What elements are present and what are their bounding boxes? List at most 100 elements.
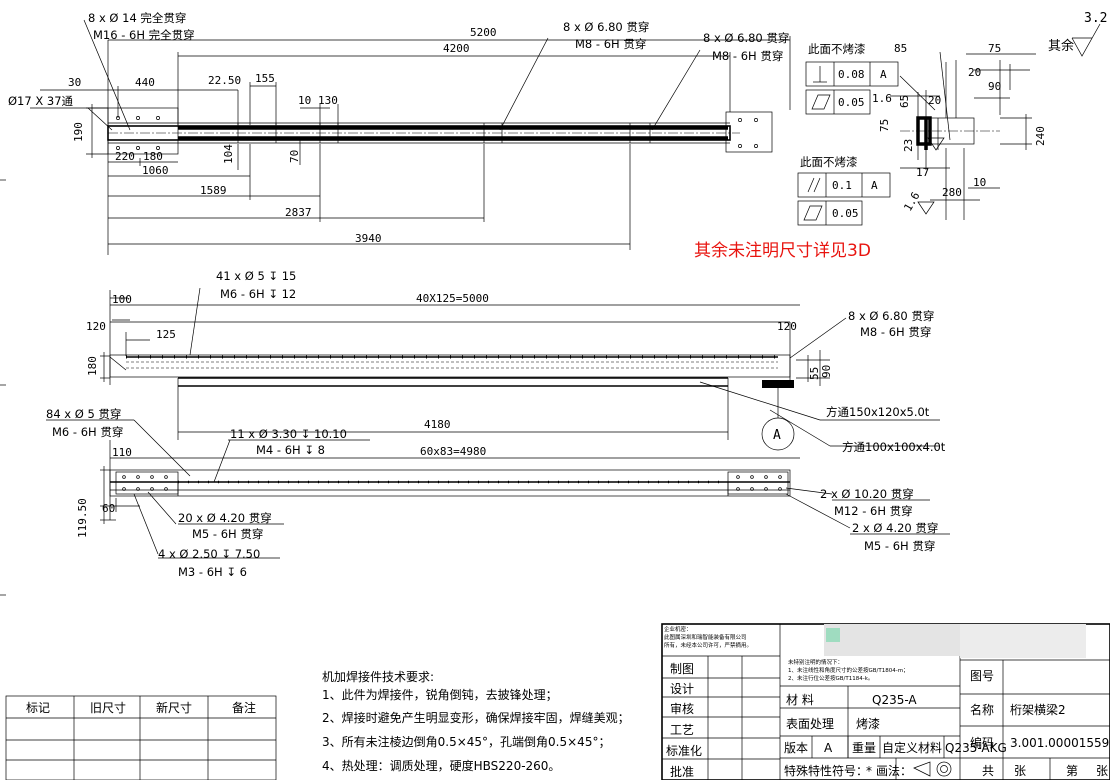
dim-180: 180 <box>143 150 163 163</box>
v2-dim-120a: 120 <box>86 320 106 333</box>
company-logo-blurred <box>824 624 960 656</box>
total-label: 共 <box>982 764 994 778</box>
detail-section: 此面不烤漆 0.08 A 0.05 <box>797 42 1047 226</box>
roughness-symbol: 3.2 其余 <box>1048 11 1107 57</box>
company-name-blurred <box>960 624 1086 658</box>
callout-thread-m8-v2: M8 - 6H 贯穿 <box>860 325 931 339</box>
dim-5200: 5200 <box>470 26 497 39</box>
dim-190: 190 <box>72 122 85 142</box>
v3-dim-60: 60 <box>102 502 115 515</box>
dim-3940: 3940 <box>355 232 382 245</box>
detail-circle-a <box>761 417 795 451</box>
fcf3-value: 0.1 <box>832 179 852 192</box>
weight-extra: Q235-AKG <box>945 741 1007 755</box>
view-1-top-beam: 8 x Ø 14 完全贯穿 M16 - 6H 完全贯穿 8 x Ø 6.80 贯… <box>8 11 791 255</box>
v2-dim-90: 90 <box>820 365 833 378</box>
fcf1-datum: A <box>880 68 887 81</box>
callout-holes-680-b: 8 x Ø 6.80 贯穿 <box>703 31 789 45</box>
role-designer: 设计 <box>670 682 694 696</box>
detail-dim-90: 90 <box>988 80 1001 93</box>
v2-dim-125: 125 <box>156 328 176 341</box>
beam-3-body <box>109 469 791 497</box>
detail-dim-10: 10 <box>973 176 986 189</box>
dim-10: 10 <box>298 94 311 107</box>
callout-4-holes-250: 4 x Ø 2.50 ↧ 7.50 <box>158 547 260 561</box>
detail-dim-20a: 20 <box>968 66 981 79</box>
detail-dim-240: 240 <box>1034 126 1047 146</box>
callout-20-holes-420: 20 x Ø 4.20 贯穿 <box>178 511 272 525</box>
role-standardization: 标准化 <box>666 744 702 758</box>
no-paint-label-2: 此面不烤漆 <box>800 155 858 169</box>
callout-thread-m5-a: M5 - 6H 贯穿 <box>192 527 263 541</box>
callout-thread-m6-v3: M6 - 6H 贯穿 <box>52 425 123 439</box>
weight-value: 自定义材料 <box>882 740 942 755</box>
logo-mark <box>826 628 840 642</box>
roughness-value: 3.2 <box>1084 11 1107 26</box>
detail-dim-1-6b: 1.6 <box>901 190 922 214</box>
fcf3-datum: A <box>871 179 878 192</box>
v3-dim-119-50: 119.50 <box>76 498 89 538</box>
callout-holes-14: 8 x Ø 14 完全贯穿 <box>88 11 186 25</box>
detail-dim-75b: 75 <box>878 119 891 132</box>
detail-dim-1-6a: 1.6 <box>872 92 892 105</box>
dim-22-50: 22.50 <box>208 74 241 87</box>
detail-dim-280: 280 <box>942 186 962 199</box>
callout-thread-m3: M3 - 6H ↧ 6 <box>178 565 247 579</box>
callout-2-holes-420: 2 x Ø 4.20 贯穿 <box>852 521 938 535</box>
fcf4-value: 0.05 <box>832 207 859 220</box>
revision-table: 标记 旧尺寸 新尺寸 备注 <box>5 695 277 780</box>
weight-label: 重量 <box>852 741 876 755</box>
right-end-plate <box>725 111 773 153</box>
page-sheets-label: 张 <box>1096 764 1108 778</box>
callout-tube-150x120: 方通150x120x5.0t <box>826 405 930 419</box>
rev-header-mark: 标记 <box>26 701 50 715</box>
fcf2-value: 0.05 <box>838 96 865 109</box>
special-asterisk: * <box>866 764 872 778</box>
v2-dim-120b: 120 <box>777 320 797 333</box>
technical-requirements: 机加焊接件技术要求: 1、此件为焊接件，锐角倒钝，去披锋处理； 2、焊接时避免产… <box>322 669 630 773</box>
detail-dim-85: 85 <box>894 42 907 55</box>
detail-dim-23: 23 <box>902 139 915 152</box>
sheets-label: 张 <box>1014 764 1026 778</box>
role-reviewer: 审核 <box>670 701 694 716</box>
detail-circle-label: A <box>773 428 781 443</box>
title-block: 企业机密： 此图属深圳和瑞智能装备有限公司 所有，未经本公司许可，严禁摘用。 未… <box>661 623 1110 780</box>
dim-70: 70 <box>288 150 301 163</box>
detail-dim-17: 17 <box>916 166 929 179</box>
version-value: A <box>824 741 833 755</box>
company-note-2: 此图属深圳和瑞智能装备有限公司 <box>664 633 747 641</box>
detail-dim-75: 75 <box>988 42 1001 55</box>
callout-thread-m6-12: M6 - 6H ↧ 12 <box>220 287 296 301</box>
callout-thread-m16: M16 - 6H 完全贯穿 <box>93 28 195 42</box>
surface-treatment-value: 烤漆 <box>856 716 880 731</box>
tech-req-item-3: 3、所有未注棱边倒角0.5×45°，孔端倒角0.5×45°； <box>322 734 610 749</box>
callout-thread-m5-b: M5 - 6H 贯穿 <box>864 539 935 553</box>
v2-dim-55: 55 <box>808 367 821 380</box>
v2-dim-4180: 4180 <box>424 418 451 431</box>
role-drafter: 制图 <box>670 662 694 676</box>
part-name-value: 桁架横梁2 <box>1010 702 1066 717</box>
material-label: 材 料 <box>786 693 814 707</box>
callout-84-holes: 84 x Ø 5 贯穿 <box>46 407 121 421</box>
v2-dim-180: 180 <box>86 356 99 376</box>
code-value: 3.001.00001559 <box>1010 736 1109 750</box>
beam-3-right-plate <box>727 471 789 495</box>
dim-1060: 1060 <box>142 164 169 177</box>
tech-req-title: 机加焊接件技术要求: <box>322 669 434 684</box>
dim-220: 220 <box>115 150 135 163</box>
detail-dim-65: 65 <box>898 95 911 108</box>
geometric-tolerance-frame-3: 0.1 A <box>797 172 891 198</box>
callout-holes-680-v2: 8 x Ø 6.80 贯穿 <box>848 309 934 323</box>
tech-req-item-2: 2、焊接时避免产生明显变形，确保焊接牢固，焊缝美观； <box>322 710 630 725</box>
material-value: Q235-A <box>872 693 917 707</box>
dim-155: 155 <box>255 72 275 85</box>
v3-dim-110: 110 <box>112 446 132 459</box>
drawing-number-label: 图号 <box>970 669 994 683</box>
rev-header-new: 新尺寸 <box>156 700 192 715</box>
tech-req-item-1: 1、此件为焊接件，锐角倒钝，去披锋处理； <box>322 687 558 702</box>
v2-dim-40x125: 40X125=5000 <box>416 292 489 305</box>
callout-2-holes-1020: 2 x Ø 10.20 贯穿 <box>820 487 914 501</box>
callout-thread-m12: M12 - 6H 贯穿 <box>834 504 913 518</box>
tech-req-item-4: 4、热处理：调质处理，硬度HBS220-260。 <box>322 758 560 773</box>
tolerance-note-1: 未特别注明的情况下： <box>788 658 843 666</box>
